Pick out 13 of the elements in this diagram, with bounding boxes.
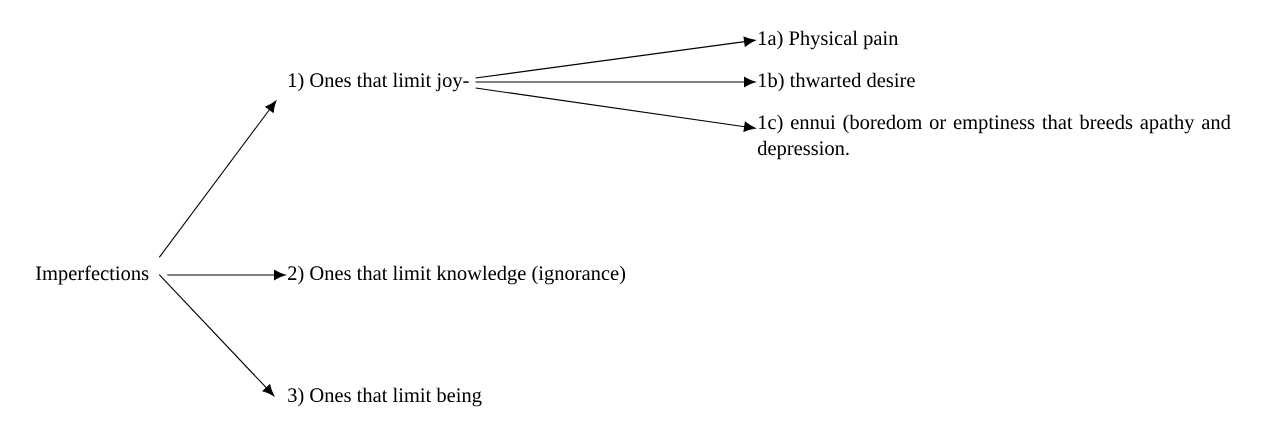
text-label: Imperfections (35, 265, 149, 285)
text-label: 1a) Physical pain (759, 30, 899, 50)
arrow (158, 100, 277, 258)
text-label: 1) Ones that limit joy- (289, 72, 469, 92)
text-label: 2) Ones that limit knowledge (ignorance) (288, 265, 626, 285)
arrow (475, 36, 756, 79)
text-label: 1c) ennui (boredom or emptiness that breeds apathy and depression. (757, 114, 1231, 160)
arrow (475, 87, 756, 132)
text-label: 1b) thwarted desire (759, 72, 915, 92)
arrow (475, 76, 756, 88)
arrow (166, 269, 286, 281)
text-label: 3) Ones that limit being (288, 387, 482, 407)
arrow (158, 274, 275, 397)
